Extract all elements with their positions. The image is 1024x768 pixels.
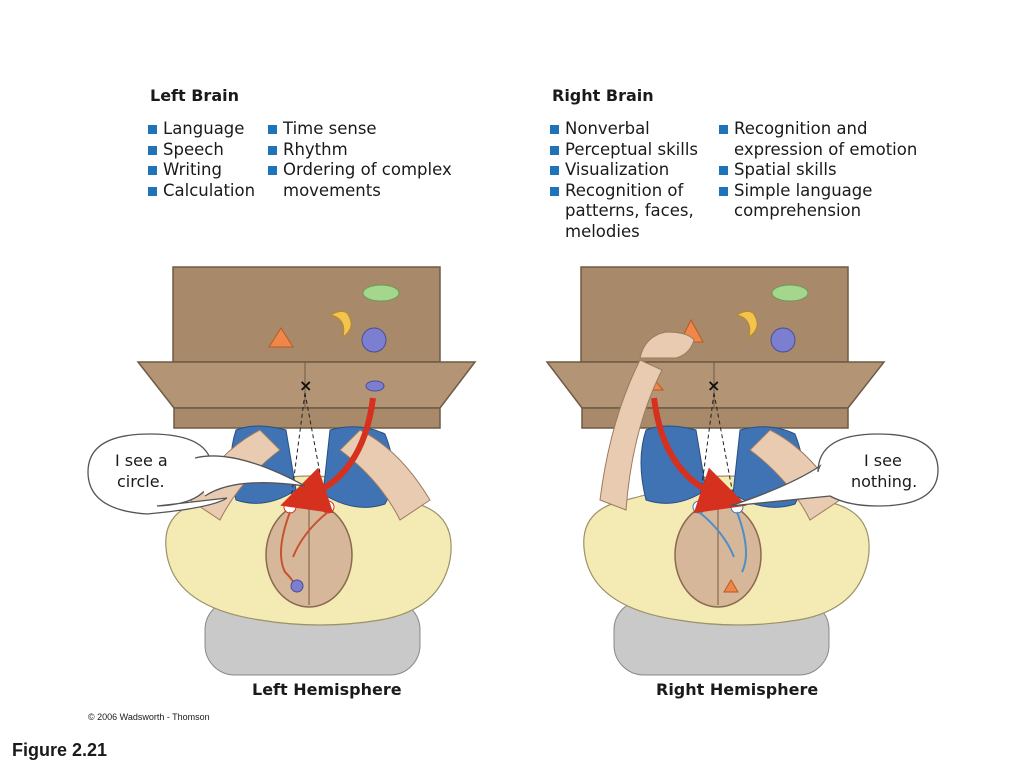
brain-circle-marker bbox=[290, 579, 304, 593]
list-item: Calculation bbox=[148, 181, 255, 202]
list-item-continued: melodies bbox=[565, 221, 640, 241]
list-item: Speech bbox=[148, 140, 255, 161]
fixation-cross: × bbox=[299, 376, 312, 395]
right-brain-list-1: Nonverbal Perceptual skills Visualizatio… bbox=[550, 119, 698, 242]
brain-triangle-marker bbox=[723, 579, 739, 593]
triangle-shape bbox=[268, 327, 294, 348]
circle-flash bbox=[365, 380, 385, 392]
left-visual-arrow bbox=[280, 397, 376, 514]
left-speech-line2: circle. bbox=[117, 472, 165, 491]
right-back-board bbox=[580, 266, 849, 363]
right-visual-arrow bbox=[651, 397, 747, 514]
ellipse-shape bbox=[362, 284, 400, 302]
list-item-continued: movements bbox=[283, 180, 381, 200]
moon-shape bbox=[329, 310, 352, 339]
list-item: Ordering of complex bbox=[268, 160, 452, 181]
list-item: Rhythm bbox=[268, 140, 452, 161]
circle-shape bbox=[770, 327, 796, 353]
right-brain-list-2: Recognition and expression of emotion Sp… bbox=[719, 119, 917, 222]
left-brain-list-1: Language Speech Writing Calculation bbox=[148, 119, 255, 201]
list-item: Writing bbox=[148, 160, 255, 181]
circle-shape bbox=[361, 327, 387, 353]
list-item: Nonverbal bbox=[550, 119, 698, 140]
copyright-notice: © 2006 Wadsworth - Thomson bbox=[88, 712, 210, 722]
right-speech-line1: I see bbox=[864, 451, 902, 470]
fixation-cross: × bbox=[707, 376, 720, 395]
left-speech-bubble bbox=[87, 433, 228, 515]
right-brain-heading: Right Brain bbox=[552, 86, 654, 105]
list-item-continued: patterns, faces, bbox=[565, 201, 694, 220]
moon-shape bbox=[735, 310, 758, 339]
list-item: Recognition and bbox=[719, 119, 917, 140]
list-item-continued: comprehension bbox=[734, 201, 862, 220]
list-item: Perceptual skills bbox=[550, 140, 698, 161]
ellipse-shape bbox=[771, 284, 809, 302]
right-speech-bubble bbox=[729, 433, 939, 507]
hand-grasping-triangle bbox=[639, 331, 695, 359]
list-item-continued: expression of emotion bbox=[734, 139, 918, 159]
right-speech-line2: nothing. bbox=[851, 472, 917, 491]
figure-label: Figure 2.21 bbox=[12, 740, 108, 760]
list-item: Recognition of bbox=[550, 181, 698, 202]
list-item: Language bbox=[148, 119, 255, 140]
right-panel-scene: × I see nothing. bbox=[545, 266, 939, 676]
left-hemisphere-caption: Left Hemisphere bbox=[252, 680, 402, 699]
left-brain-list-2: Time sense Rhythm Ordering of complex mo… bbox=[268, 119, 452, 201]
left-panel-scene: × I see a circle. bbox=[87, 266, 477, 676]
left-speech-line1: I see a bbox=[115, 451, 168, 470]
list-item: Spatial skills bbox=[719, 160, 917, 181]
list-item: Time sense bbox=[268, 119, 452, 140]
left-back-board bbox=[172, 266, 441, 363]
list-item: Visualization bbox=[550, 160, 698, 181]
right-hemisphere-caption: Right Hemisphere bbox=[656, 680, 819, 699]
left-brain-heading: Left Brain bbox=[150, 86, 239, 105]
list-item: Simple language bbox=[719, 181, 917, 202]
